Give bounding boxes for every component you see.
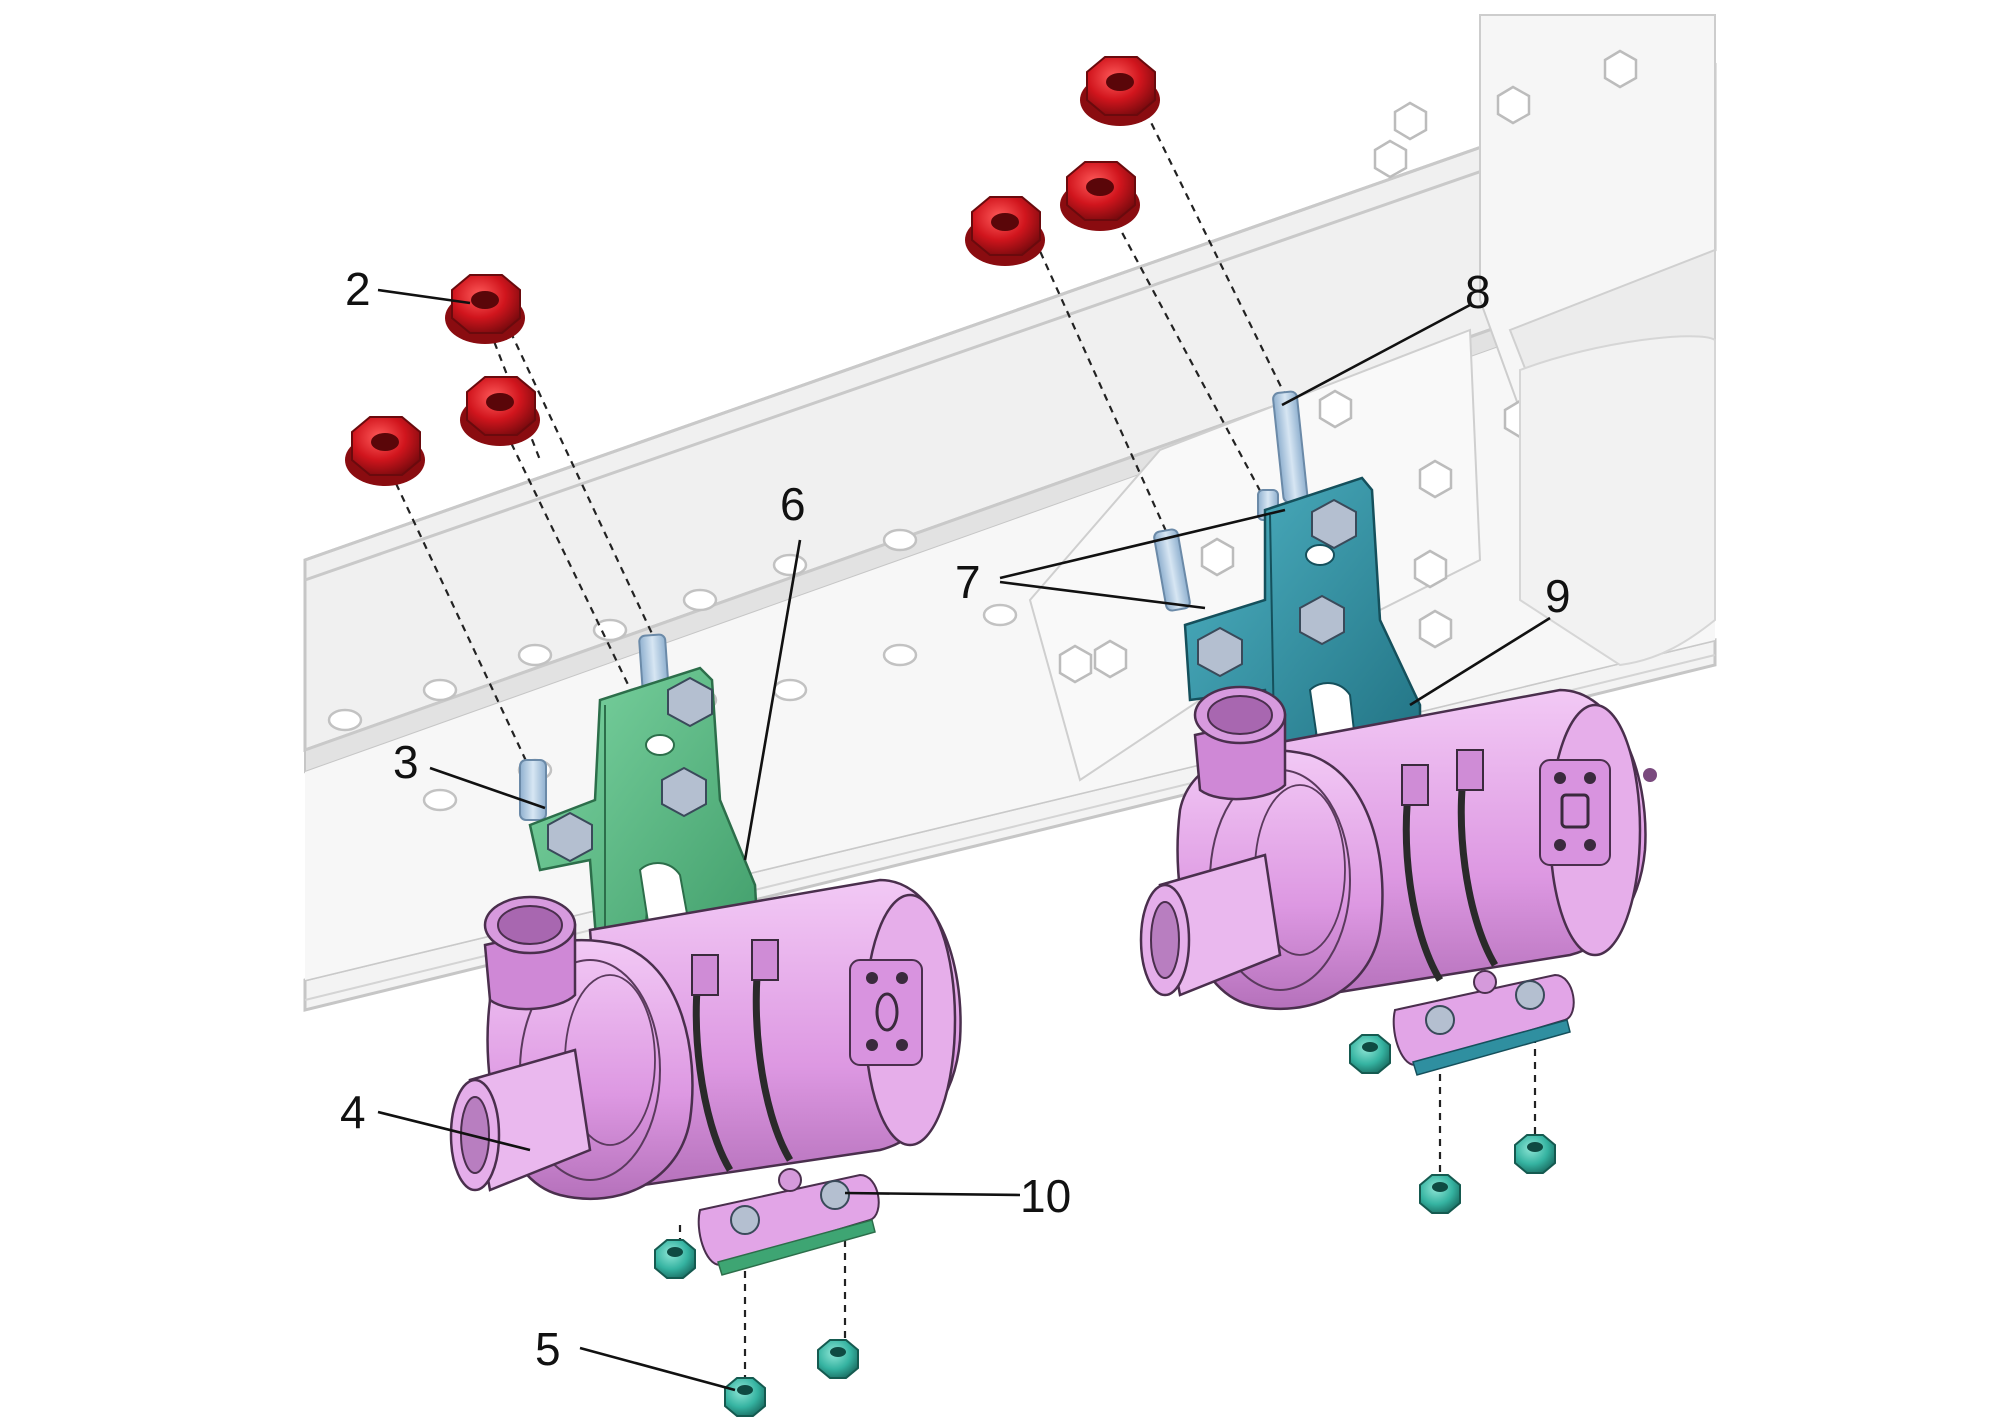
callout-leaders [377,288,1551,1392]
left-pump-body [588,878,962,1192]
callout-label: 5 [535,1323,561,1375]
teal-nut [654,1239,696,1279]
assembly-lines [384,99,1537,1390]
teal-nuts [654,1034,1556,1417]
callout-label: 3 [393,736,419,788]
red-nut [460,376,540,446]
right-bracket-bolts [1197,498,1357,678]
left-bracket-bolts [547,676,713,863]
callout-label: 10 [1020,1170,1071,1222]
left-pump-head [449,895,694,1200]
red-nut [445,274,525,344]
callout-label: 4 [340,1086,366,1138]
red-nut [1080,56,1160,126]
callout-label: 9 [1545,570,1571,622]
right-pump-foot [1392,970,1575,1076]
teal-nut [1514,1134,1556,1174]
red-nut [345,416,425,486]
red-nut [965,196,1045,266]
callout-label: 7 [955,556,981,608]
teal-nut [817,1339,859,1379]
red-flange-nuts [345,56,1160,486]
callout-label: 2 [345,263,371,315]
right-pump-head [1139,685,1384,1010]
callout-label: 6 [780,478,806,530]
teal-nut [1419,1174,1461,1214]
teal-nut [724,1377,766,1417]
red-nut [1060,161,1140,231]
teal-nut [1349,1034,1391,1074]
left-pump-assembly [449,633,962,1276]
callout-label: 8 [1465,266,1491,318]
frame-bolts [1058,49,1638,684]
left-pump-foot [697,1168,880,1276]
callout-labels: 2 3 4 5 6 7 8 9 10 [340,263,1571,1375]
right-pump-assembly [1139,390,1657,1076]
